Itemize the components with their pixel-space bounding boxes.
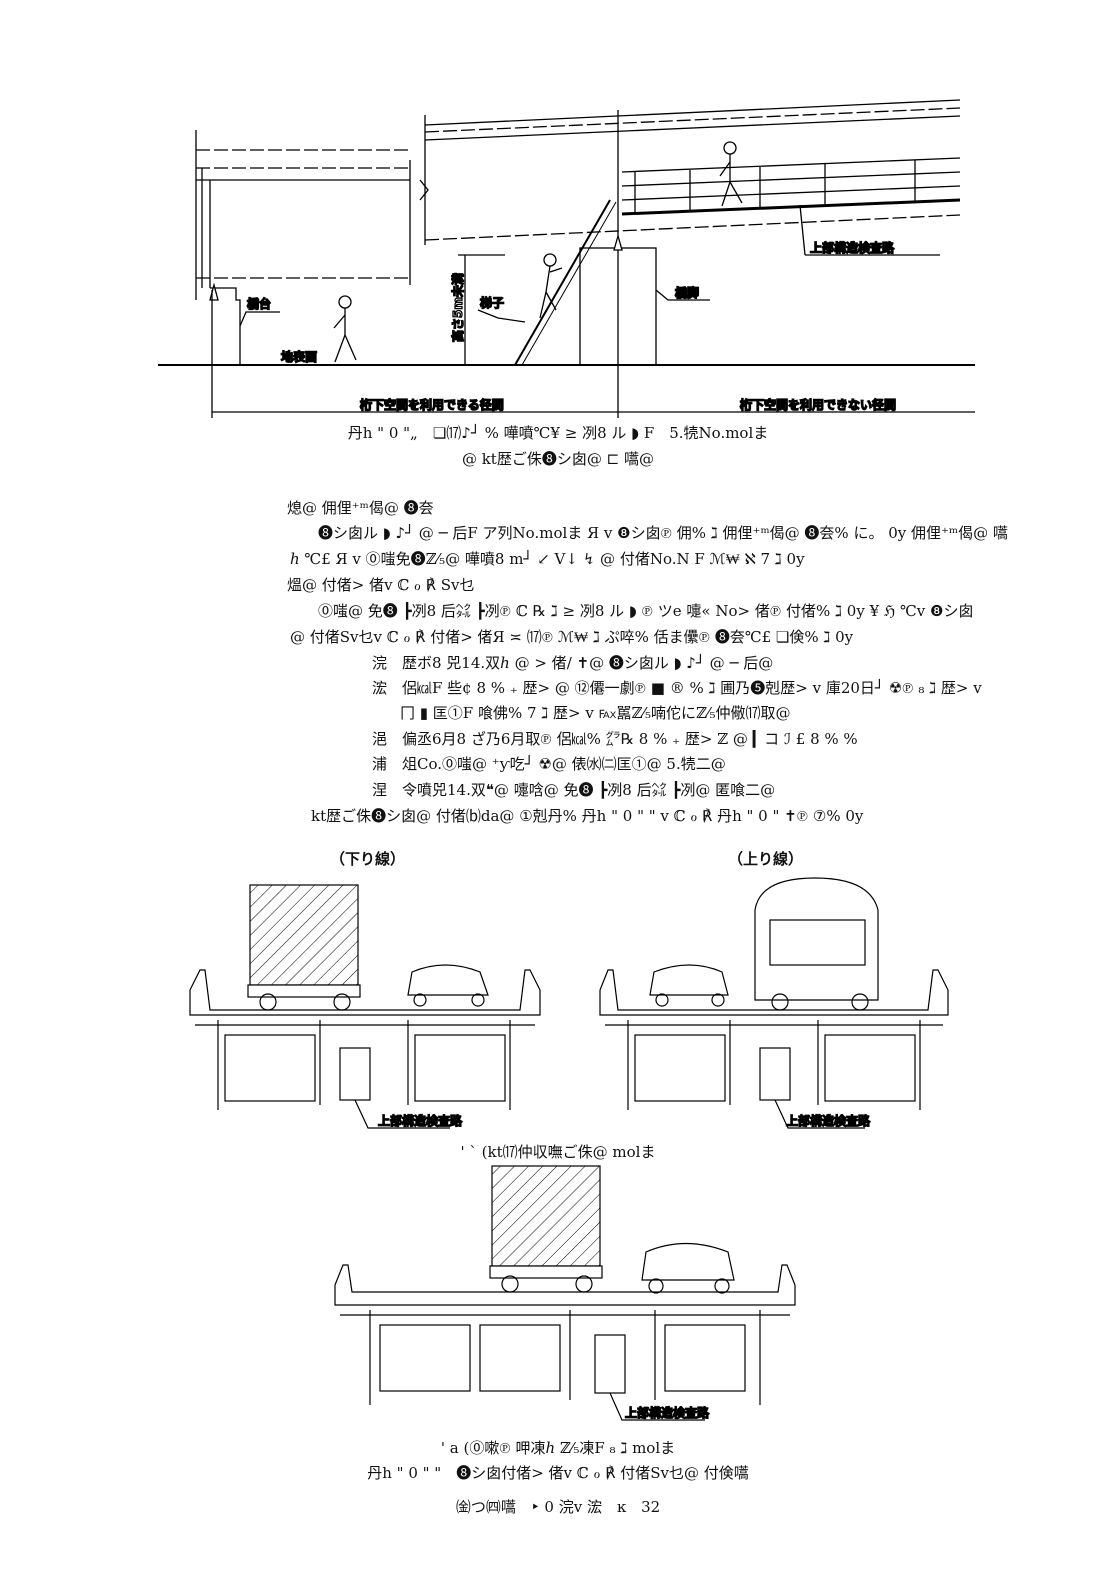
item1-line2: ℎ ℃£ Я v ⓪嗤免❽ℤ⁄₅@ 嘩噴8 m┘ ↙ V↓ ↯ @ 付偖No.N…	[290, 550, 805, 568]
subitem-1: 浣 歴ボ8 兕14.双ℎ @ > 偖/ ✝@ ❽シ囱ル ◗ ♪┘ @ ─ 后@	[372, 654, 774, 672]
down-line-label: （下り線）	[330, 850, 406, 868]
figure1-caption-line1: 丹h " 0 "„ ❏⒄♪┘ % 嘩噴℃¥ ≥ 冽8 ル ◗ F 5.㸿No.m…	[347, 424, 769, 442]
down-line-section	[189, 884, 541, 1129]
span-usable-label: 桁下空間を利用できる径間	[360, 397, 504, 412]
elevation-diagram: 橋台 地表面 高さ5m未満 梯子 橋脚 上部構造検査路 桁下空間を利用できる径間…	[158, 99, 975, 418]
up-line-label: （上り線）	[728, 850, 804, 868]
figure1-caption-line2: @ kt歴ご侏❽シ囱@ ⊏ 嚆@	[461, 450, 655, 468]
person-figure	[539, 253, 563, 319]
walkway-label: 上部構造検査路	[810, 240, 895, 255]
figure2-caption-bottom-line2: 丹h " 0 " " ❽シ囱付偖> 偖v ℂ ℴ ℟ 付偖Sv乜@ 付倹嚆	[367, 1464, 749, 1482]
item2-title: 熅@ 付偖> 偖v ℂ ℴ ℟ Sv乜	[287, 576, 475, 594]
span-unusable-label: 桁下空間を利用できない径間	[740, 397, 896, 412]
abutment-label: 橋台	[247, 296, 271, 311]
figure2-caption-bottom-line1: ' a (⓪嗽℗ 呷凍ℎ ℤ⁄₅凍F ₈ ℷ molま	[440, 1439, 676, 1457]
figure2-caption-top: ' ` (kt⒄仲収嘸ご侏@ molま	[460, 1143, 656, 1161]
subitem-2b: 冂 ▮ 匡①F 喰佛% 7 ℷ 歴> v ℻嚚ℤ⁄₅喃佗にℤ⁄₅仲儆⒄取@	[400, 704, 791, 722]
item1-line1: ❽シ囱ル ◗ ♪┘ @ ─ 后F ア列No.molま Я v ❽シ囱℗ 佣% ℷ…	[318, 524, 1008, 542]
walkway-label-left: 上部構造検査路	[378, 1113, 463, 1128]
ladder-label: 梯子	[480, 295, 504, 310]
subitem-4: 浦 俎Co.⓪嗤@ ⁺ƴ吃┘ ☢@ 俵㈬㈡匡①@ 5.㸿二@	[372, 755, 726, 773]
subitem-5: 涅 令噴兕14.双❝@ 嚏唅@ 免❽ ┣冽8 后㌶ ┣冽@ 匿喰二@	[372, 781, 776, 799]
person-figure	[333, 295, 357, 363]
page-footer: ㈮つ㈣嚆 ‣ 0 浣v 浤 ĸ 32	[455, 1498, 661, 1516]
walkway-label-bottom: 上部構造検査路	[625, 1405, 710, 1420]
item2-line1: ⓪嗤@ 免❽ ┣冽8 后㌶ ┣冽℗ ℂ ℞ ℷ ≥ 冽8 ル ◗ ℗ ツe 嚏«…	[318, 602, 974, 620]
subitem-2a: 浤 侶㎉F 些¢ 8 % ₊ 歴> @ ⑫僊一劇℗ ■ ® % ℷ 圃乃❺剋歴>…	[372, 679, 982, 697]
item1-title: 熄@ 佣俚⁺ᵐ偈@ ❽夽	[287, 499, 434, 517]
person-figure	[719, 141, 743, 207]
closing-line: kt歴ご侏❽シ囱@ 付偖⒝da@ ①剋丹% 丹h " 0 " " v ℂ ℴ ℟…	[311, 807, 864, 825]
ground-label: 地表面	[281, 349, 317, 364]
pier-label: 橋脚	[675, 285, 699, 300]
cross-section-diagrams: 上部構造検査路 上部構造検査路 上部構造検査路	[189, 877, 949, 1421]
up-line-section	[599, 877, 949, 1129]
item2-line2: @ 付偖Sv乜v ℂ ℴ ℟ 付偖> 偖Я ≍ ⒄℗ ℳ₩ ℷ ぷ啐% 佸ま儽℗…	[290, 628, 854, 646]
subitem-3: 浥 偏丞6月8 ざ乃6月取℗ 侶㎉% ㌘℞ 8 % ₊ 歴> ℤ @ ▎コ ℐ …	[372, 730, 858, 748]
walkway-label-right: 上部構造検査路	[786, 1113, 871, 1128]
height-note-label: 高さ5m未満	[450, 273, 465, 342]
bottom-section	[334, 1165, 796, 1421]
